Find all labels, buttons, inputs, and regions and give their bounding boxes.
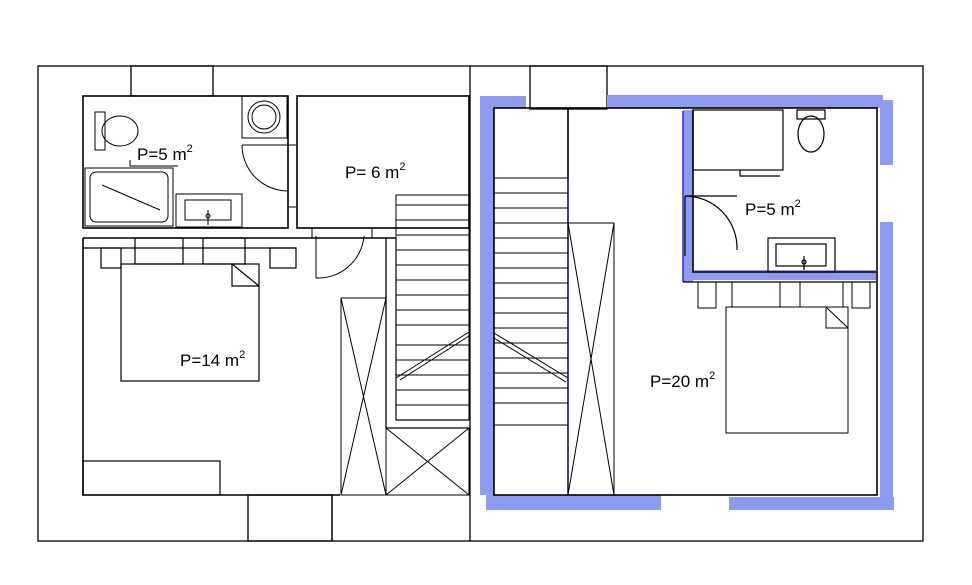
area-label-room-6: P= 6 m2 bbox=[345, 161, 405, 182]
area-label-bathroom-right: P=5 m2 bbox=[745, 198, 801, 219]
room-6 bbox=[296, 95, 470, 229]
area-label-bathroom-left: P=5 m2 bbox=[137, 143, 193, 164]
staircase-right bbox=[493, 177, 569, 426]
staircase-left bbox=[395, 194, 470, 421]
bedroom-right-furniture bbox=[697, 281, 871, 434]
bed-left bbox=[120, 263, 260, 382]
void-cross-right bbox=[567, 222, 615, 496]
bed-right bbox=[725, 306, 849, 434]
void-cross-left bbox=[340, 297, 470, 496]
outer-walls bbox=[37, 65, 924, 542]
bathroom-fixtures-left bbox=[84, 95, 296, 228]
area-label-bedroom-14: P=14 m2 bbox=[180, 349, 245, 370]
room-labels: P=5 m2 P= 6 m2 P=14 m2 P=5 m2 P=20 m2 bbox=[137, 143, 801, 391]
insulation-layer bbox=[480, 95, 894, 510]
bathroom-right bbox=[683, 109, 876, 283]
area-label-room-20: P=20 m2 bbox=[650, 370, 715, 391]
room6-door bbox=[311, 227, 373, 279]
insulation-edge-lines bbox=[567, 111, 684, 495]
